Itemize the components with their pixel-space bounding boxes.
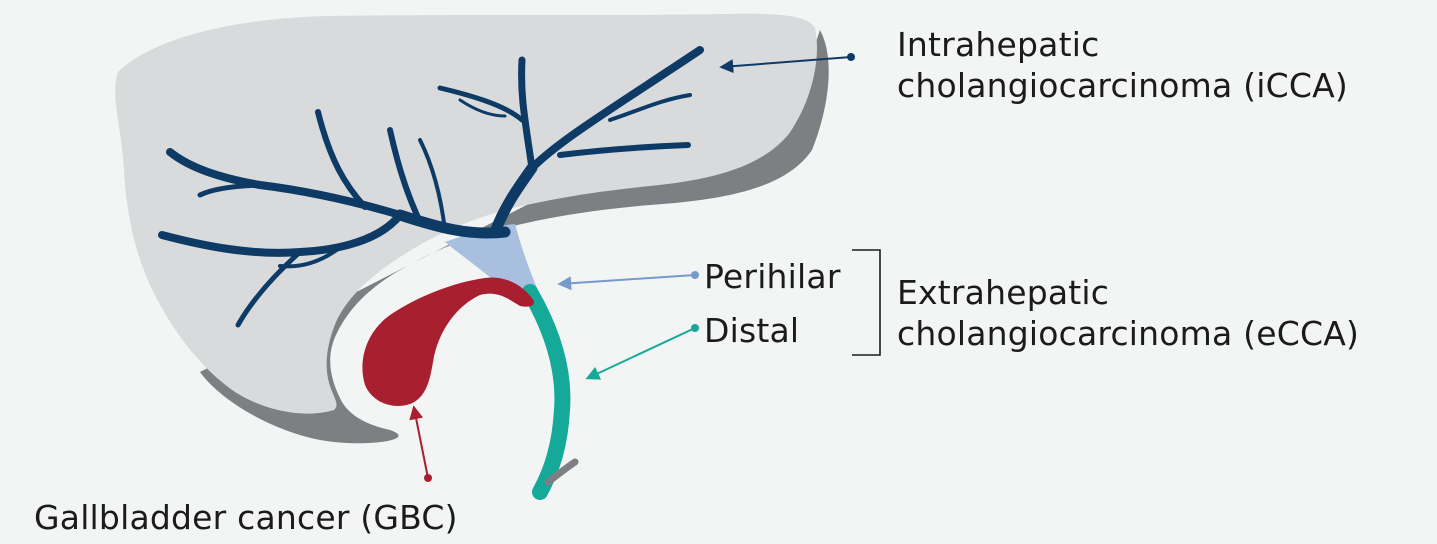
perihilar-pointer (560, 275, 695, 284)
gbc-label: Gallbladder cancer (GBC) (34, 497, 458, 538)
icca-label-line1: Intrahepatic (897, 24, 1348, 65)
icca-label: Intrahepatic cholangiocarcinoma (iCCA) (897, 24, 1348, 106)
perihilar-label: Perihilar (704, 256, 841, 297)
distal-bile-duct (530, 292, 562, 492)
ecca-bracket (852, 250, 880, 355)
ecca-label-line2: cholangiocarcinoma (eCCA) (897, 313, 1359, 354)
liver-surface (115, 14, 817, 414)
gbc-pointer (414, 408, 428, 478)
ecca-label-line1: Extrahepatic (897, 272, 1359, 313)
distal-label: Distal (704, 310, 799, 351)
gbc-pointer-dot (424, 474, 432, 482)
distal-pointer-dot (691, 324, 699, 332)
icca-pointer-dot (847, 53, 855, 61)
distal-pointer (588, 328, 695, 378)
ecca-label: Extrahepatic cholangiocarcinoma (eCCA) (897, 272, 1359, 354)
icca-label-line2: cholangiocarcinoma (iCCA) (897, 65, 1348, 106)
perihilar-pointer-dot (691, 271, 699, 279)
gallbladder (362, 277, 534, 406)
